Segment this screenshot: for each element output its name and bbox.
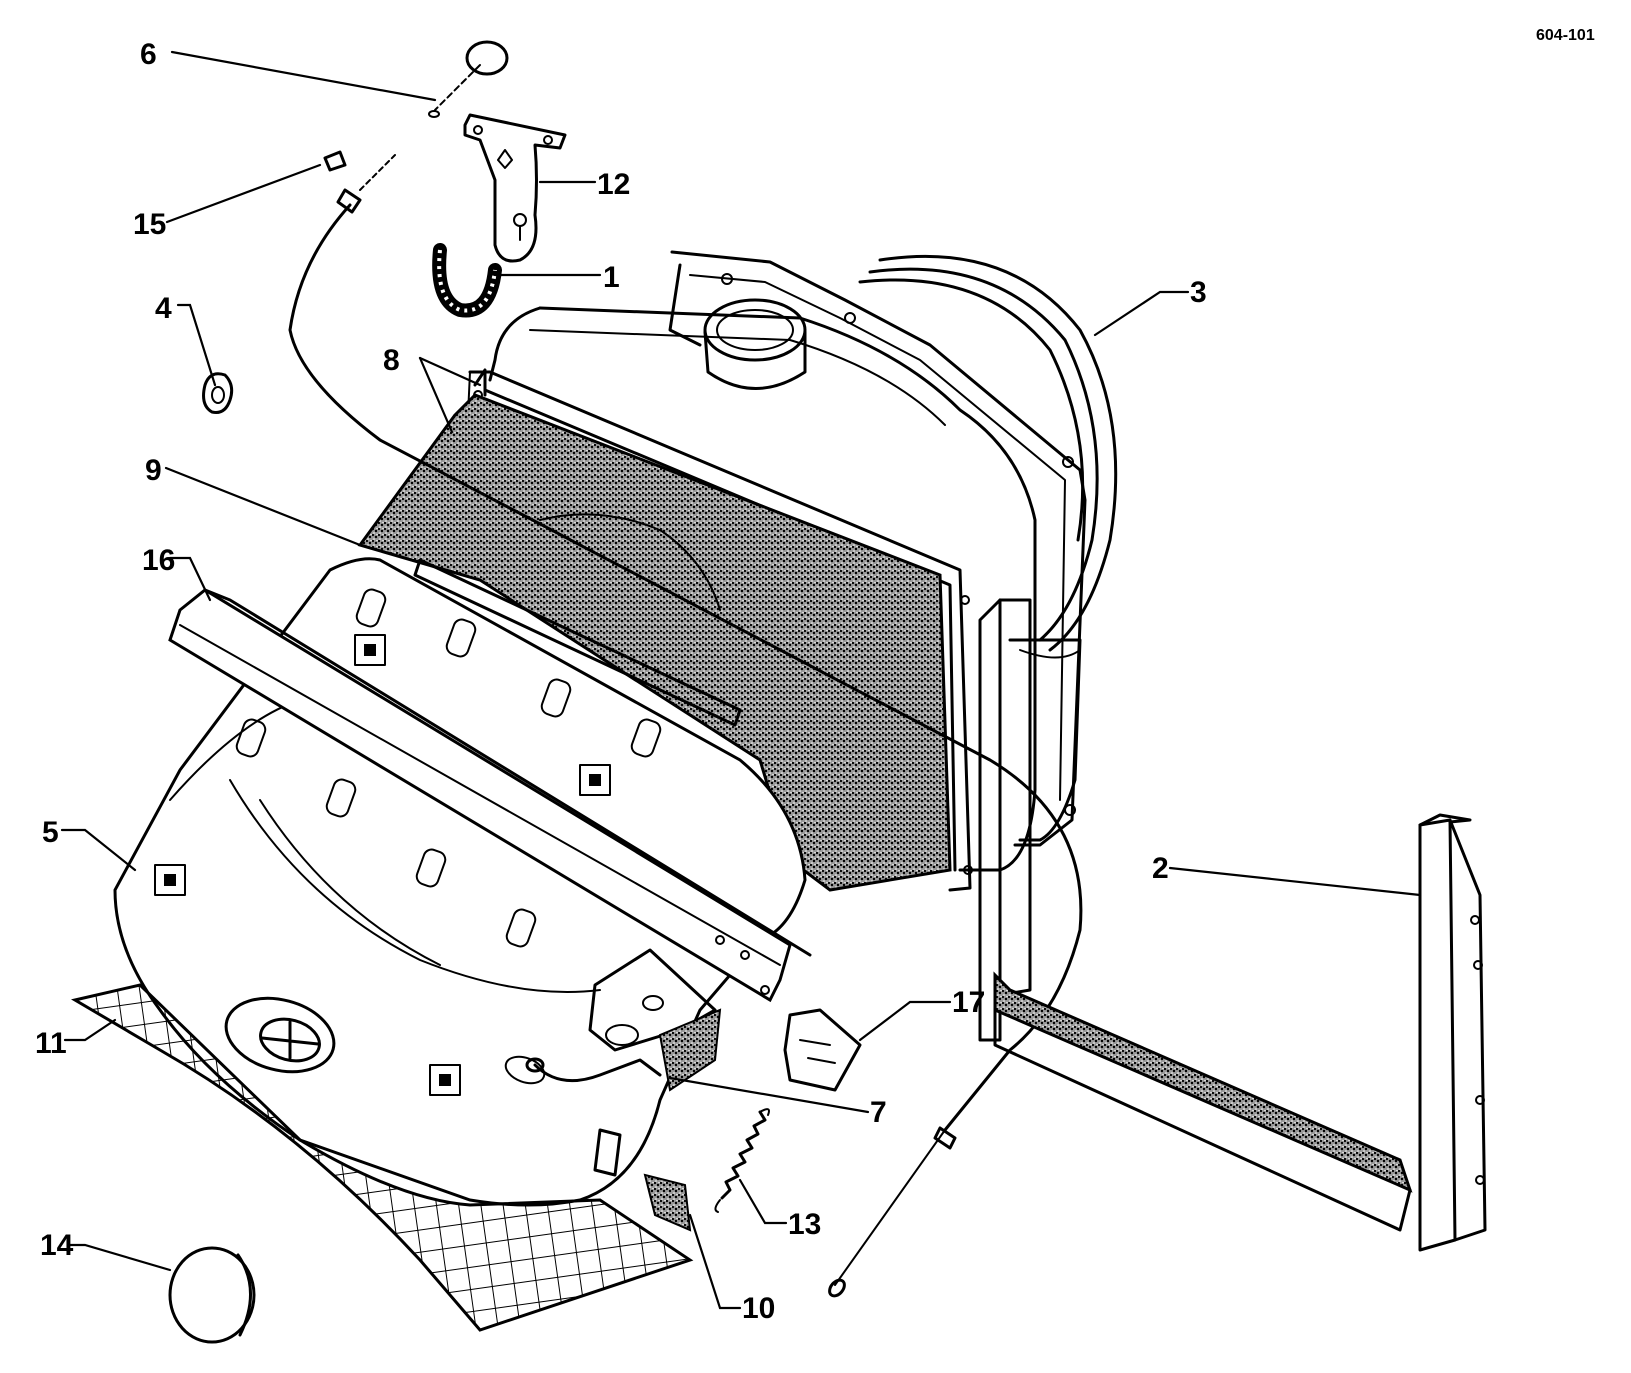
callout-9: 9 xyxy=(145,454,162,487)
callout-16: 16 xyxy=(142,544,175,577)
leader-16 xyxy=(168,556,212,602)
callout-13: 13 xyxy=(788,1208,821,1241)
leader-3 xyxy=(1093,290,1190,337)
support-bracket xyxy=(463,113,567,263)
seal-strip xyxy=(643,1173,692,1232)
callout-3: 3 xyxy=(1190,276,1207,309)
leader-lines xyxy=(60,50,1422,1310)
callout-15: 15 xyxy=(133,208,166,241)
hose-u-bend xyxy=(432,243,502,318)
shroud-fastener xyxy=(154,634,611,1096)
leader-4 xyxy=(176,303,217,387)
control-cable xyxy=(288,154,1083,1298)
small-clip xyxy=(323,150,347,172)
callout-7: 7 xyxy=(870,1096,887,1129)
leader-7 xyxy=(668,1076,870,1114)
callout-11: 11 xyxy=(35,1027,67,1060)
leader-8b xyxy=(418,356,454,434)
grommet xyxy=(202,372,234,414)
slotted-shim xyxy=(783,1008,862,1092)
drawing-reference-number: 604-101 xyxy=(1536,27,1595,44)
elbow-tube xyxy=(525,1057,662,1083)
leader-8a xyxy=(418,356,482,387)
leader-13 xyxy=(738,1178,788,1225)
leader-5 xyxy=(60,828,137,872)
callout-10: 10 xyxy=(742,1292,775,1325)
cap-with-chain xyxy=(428,40,509,118)
round-cover-cap xyxy=(168,1246,256,1344)
angle-frame xyxy=(978,598,1487,1252)
leader-17 xyxy=(858,1000,952,1042)
leader-9 xyxy=(164,466,362,547)
hinge-bracket xyxy=(588,948,722,1092)
callout-2: 2 xyxy=(1152,852,1169,885)
callout-14: 14 xyxy=(40,1229,74,1262)
leader-2 xyxy=(1168,866,1422,897)
tension-spring xyxy=(714,1108,770,1213)
leader-11 xyxy=(63,1018,117,1042)
housing-flange xyxy=(668,250,1087,847)
callout-4: 4 xyxy=(155,292,172,325)
leader-10 xyxy=(688,1213,742,1310)
foam-insulation-block xyxy=(357,393,952,892)
callout-5: 5 xyxy=(42,816,59,849)
gasket-frame xyxy=(467,368,973,892)
mesh-mat xyxy=(70,983,694,1332)
heater-box-body xyxy=(488,298,1037,872)
callout-1: 1 xyxy=(603,261,620,294)
callout-6: 6 xyxy=(140,38,157,71)
callout-8: 8 xyxy=(383,344,400,377)
drain-plug-boss xyxy=(224,996,336,1074)
leader-14 xyxy=(68,1243,172,1272)
callout-17: 17 xyxy=(952,986,985,1019)
leader-15 xyxy=(165,163,322,224)
callout-labels: 1 2 3 4 5 6 7 8 9 10 11 12 13 14 15 16 1… xyxy=(35,38,1207,1325)
callout-12: 12 xyxy=(597,168,630,201)
leader-6 xyxy=(170,50,437,102)
